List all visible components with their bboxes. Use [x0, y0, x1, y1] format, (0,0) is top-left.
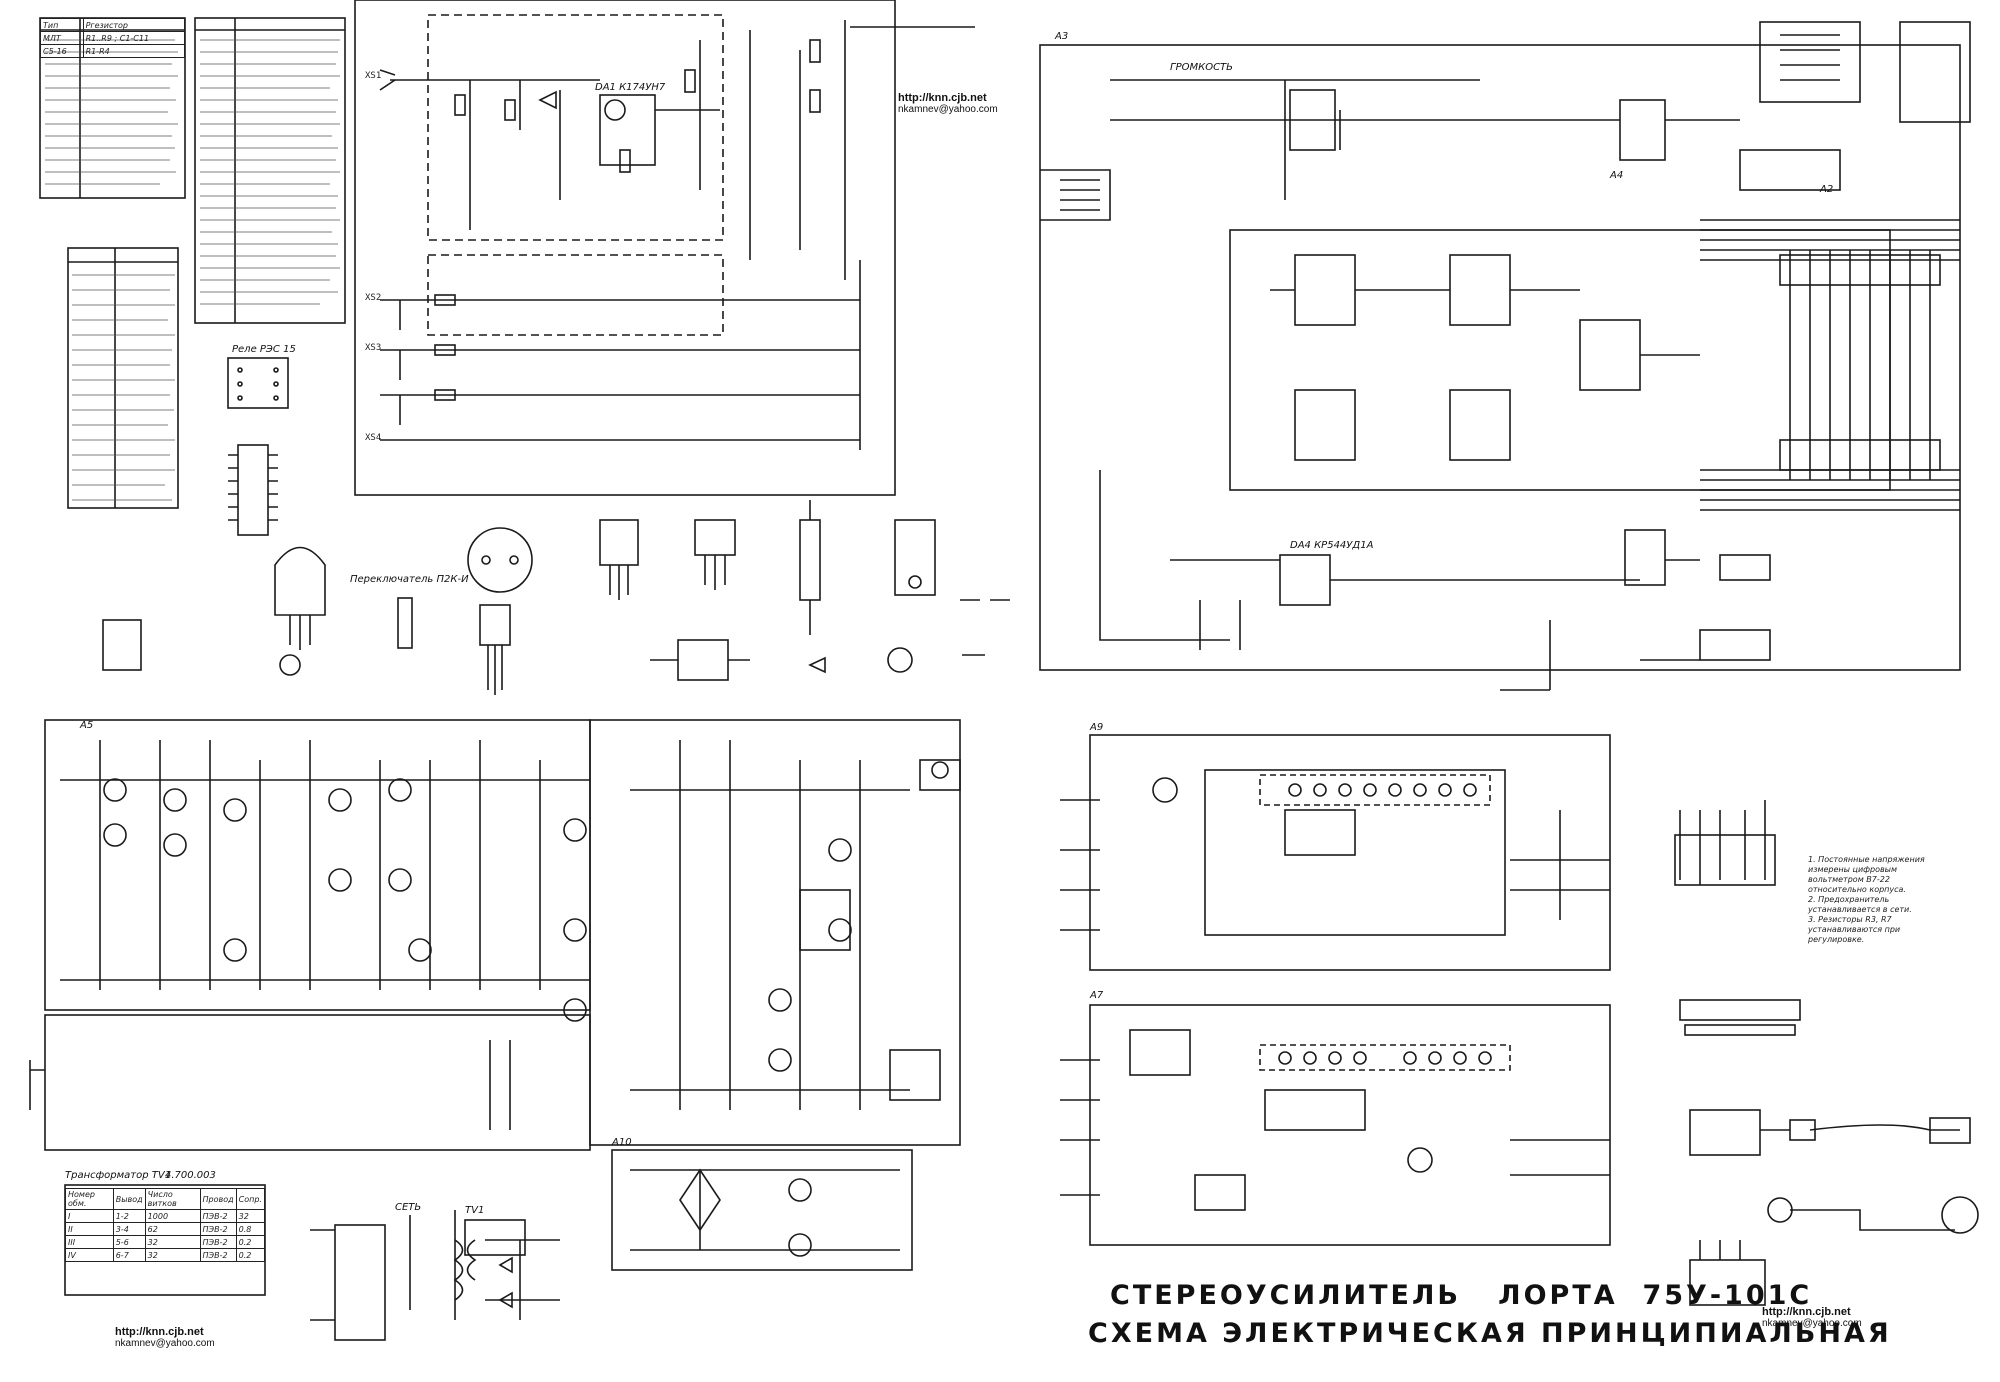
- volume-label: ГРОМКОСТЬ: [1170, 62, 1233, 73]
- block-wiring-left: [29, 1014, 591, 1151]
- block-a9-indicator: [1060, 734, 1611, 971]
- tr-cell: 0.2: [235, 1235, 266, 1249]
- tr-cell: ПЭВ-2: [199, 1209, 237, 1223]
- block-label-a2: A2: [1819, 184, 1833, 195]
- tr-cell: ПЭВ-2: [199, 1222, 237, 1236]
- connector-xs3: XS3: [365, 343, 381, 353]
- tr-cell: I: [65, 1209, 114, 1223]
- tr-cell: 1000: [144, 1209, 201, 1223]
- watermark-email: nkamnev@yahoo.com: [1762, 1318, 1862, 1329]
- parts-cell: R1..R9 ; C1-C11: [82, 31, 186, 45]
- block-a7-indicator: [1060, 1004, 1611, 1246]
- ic-pinout-dip: [228, 444, 278, 536]
- block-label-a5: A5: [79, 720, 93, 731]
- mains-section: [310, 1210, 560, 1341]
- connector-xs4: XS4: [365, 433, 381, 443]
- tr-cell: 32: [235, 1209, 266, 1223]
- block-label-a7: A7: [1089, 990, 1104, 1001]
- parts-header-type: Тип: [40, 18, 84, 32]
- tr-header: Вывод: [112, 1188, 146, 1210]
- transformer-table: [64, 1184, 266, 1296]
- tr-cell: II: [65, 1222, 114, 1236]
- tr-cell: 5-6: [112, 1235, 146, 1249]
- block-a1-preamp: [354, 0, 896, 496]
- parts-list-table: [39, 17, 346, 509]
- watermark-email: nkamnev@yahoo.com: [115, 1338, 215, 1349]
- chip-label-top: DA1 К174УН7: [595, 82, 666, 93]
- note-2: 2. Предохранитель устанавливается в сети…: [1808, 895, 1912, 914]
- transformer-code: 4.700.003: [165, 1170, 216, 1181]
- connector-drawings: [1674, 800, 1979, 1306]
- tr-cell: 32: [144, 1235, 201, 1249]
- tv1-label: TV1: [465, 1205, 484, 1216]
- tr-header: Провод: [199, 1188, 237, 1210]
- block-a5-power-amp: [44, 719, 961, 1146]
- parts-table: Тип Ргезистор МЛТ R1..R9 ; C1-C11 С5-16 …: [40, 18, 186, 58]
- connector-xs2: XS2: [365, 293, 381, 303]
- block-label-a4: A4: [1609, 170, 1623, 181]
- tr-cell: 0.8: [235, 1222, 266, 1236]
- watermark-bottom-right: http://knn.cjb.net nkamnev@yahoo.com: [1762, 1306, 1862, 1330]
- tr-cell: 1-2: [112, 1209, 146, 1223]
- watermark-url: http://knn.cjb.net: [115, 1326, 204, 1338]
- parts-cell: С5-16: [40, 44, 84, 58]
- relay-label: Реле РЭС 15: [232, 344, 296, 355]
- block-a10-power-supply: [611, 1149, 913, 1271]
- chip-label-bottom: DA4 КР544УД1А: [1290, 540, 1374, 551]
- tr-cell: III: [65, 1235, 114, 1249]
- tr-cell: 6-7: [112, 1248, 146, 1262]
- block-label-a9: A9: [1089, 722, 1103, 733]
- tr-cell: 3-4: [112, 1222, 146, 1236]
- tr-cell: 32: [144, 1248, 201, 1262]
- tr-cell: IV: [65, 1248, 114, 1262]
- parts-cell: МЛТ: [40, 31, 84, 45]
- watermark-bottom-left: http://knn.cjb.net nkamnev@yahoo.com: [115, 1326, 215, 1350]
- parts-header-ref: Ргезистор: [82, 18, 186, 32]
- component-pinouts: [102, 500, 1010, 695]
- block-label-a3: A3: [1054, 31, 1068, 42]
- watermark-top: http://knn.cjb.net nkamnev@yahoo.com: [898, 92, 998, 116]
- tr-cell: 62: [144, 1222, 201, 1236]
- parts-cell: R1-R4: [82, 44, 186, 58]
- note-3: 3. Резисторы R3, R7 устанавливаются при …: [1808, 915, 1901, 944]
- title-line-1: СТЕРЕОУСИЛИТЕЛЬ ЛОРТА 75У-101С: [1110, 1280, 1813, 1311]
- watermark-email: nkamnev@yahoo.com: [898, 104, 998, 115]
- title-line-2: СХЕМА ЭЛЕКТРИЧЕСКАЯ ПРИНЦИПИАЛЬНАЯ: [1088, 1318, 1892, 1349]
- tr-cell: ПЭВ-2: [199, 1248, 237, 1262]
- block-a3-switches: [1759, 21, 1971, 123]
- notes-block: 1. Постоянные напряжения измерены цифров…: [1808, 855, 1948, 945]
- watermark-url: http://knn.cjb.net: [898, 92, 987, 104]
- tr-cell: ПЭВ-2: [199, 1235, 237, 1249]
- watermark-url: http://knn.cjb.net: [1762, 1306, 1851, 1318]
- network-label: СЕТЬ: [395, 1202, 421, 1213]
- tr-header: Сопр.: [235, 1188, 266, 1210]
- block-label-a10: A10: [611, 1137, 632, 1148]
- tr-cell: 0.2: [235, 1248, 266, 1262]
- transformer-data-table: Номер обм. Вывод Число витков Провод Соп…: [65, 1188, 266, 1262]
- relay-pinout: [227, 357, 289, 409]
- tr-header: Номер обм.: [65, 1188, 114, 1210]
- note-1: 1. Постоянные напряжения измерены цифров…: [1808, 855, 1925, 894]
- switch-label: Переключатель П2К-И: [350, 574, 469, 585]
- block-a3-tone-control: [1039, 44, 1961, 691]
- transformer-label: Трансформатор TV1: [65, 1170, 171, 1181]
- tr-header: Число витков: [144, 1188, 201, 1210]
- connector-xs1: XS1: [365, 71, 381, 81]
